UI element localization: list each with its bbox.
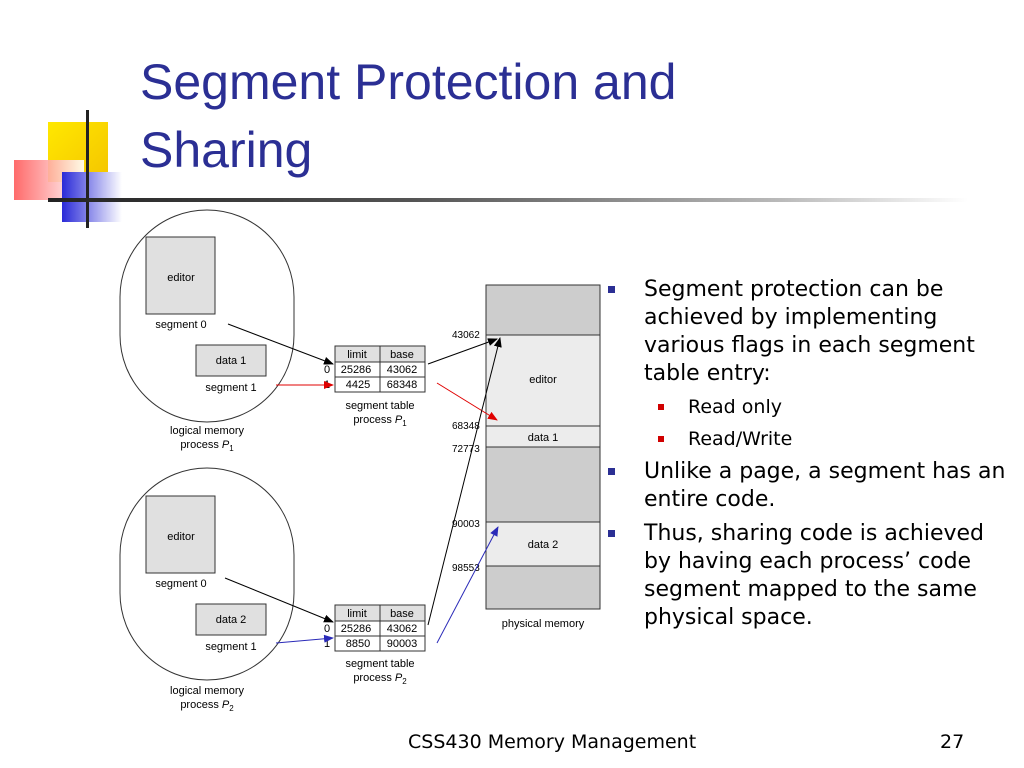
p2-segment-table-label: segment table bbox=[345, 658, 414, 670]
title-line-2: Sharing bbox=[140, 122, 313, 178]
title-line-1: Segment Protection and bbox=[140, 54, 677, 110]
p1-segment-table-label: segment table bbox=[345, 400, 414, 412]
p1-table-to-data1-arrow bbox=[436, 382, 498, 421]
p1-editor-segment bbox=[145, 236, 216, 315]
bullet-item: Thus, sharing code is achieved by having… bbox=[606, 520, 1006, 632]
p1-row1-limit: 4425 bbox=[346, 379, 370, 391]
p2-logical-memory-outline bbox=[119, 467, 295, 681]
addr-68348: 68348 bbox=[452, 421, 480, 432]
p1-logical-memory-outline bbox=[119, 209, 295, 423]
p2-table-to-data2-arrow bbox=[436, 526, 499, 644]
sub-bullet-item: Read/Write bbox=[606, 426, 1006, 452]
p2-segment-table: limit base 0 25286 43062 1 8850 90003 bbox=[324, 604, 426, 652]
p1-header-limit: limit bbox=[347, 349, 367, 361]
p2-data-segment bbox=[195, 603, 267, 636]
p1-data-label: data 1 bbox=[216, 355, 247, 367]
bullet-item: Segment protection can be achieved by im… bbox=[606, 276, 1006, 388]
page-number: 27 bbox=[940, 731, 965, 753]
p2-segment1-label: segment 1 bbox=[205, 641, 256, 653]
bullet-marker bbox=[608, 530, 615, 537]
p2-segment0-label: segment 0 bbox=[155, 578, 206, 590]
p2-header-base: base bbox=[390, 608, 414, 620]
p1-row0-base: 43062 bbox=[387, 364, 418, 376]
p2-seg1-to-table-arrow bbox=[275, 634, 334, 644]
phys-free-bottom bbox=[485, 565, 601, 610]
addr-98553: 98553 bbox=[452, 563, 480, 574]
p1-table-to-editor-arrow bbox=[427, 338, 498, 365]
bullet-item: Unlike a page, a segment has an entire c… bbox=[606, 458, 1006, 514]
phys-free-top bbox=[485, 284, 601, 336]
p2-header-limit: limit bbox=[347, 608, 367, 620]
sub-bullet-marker bbox=[658, 404, 664, 410]
p2-logical-memory-label: logical memory bbox=[170, 685, 244, 697]
p1-segment-table-process: process P1 bbox=[353, 414, 407, 428]
bullet-text: Thus, sharing code is achieved by having… bbox=[644, 521, 985, 630]
p1-segment0-label: segment 0 bbox=[155, 319, 206, 331]
p2-row1-limit: 8850 bbox=[346, 638, 370, 650]
p1-segment1-label: segment 1 bbox=[205, 382, 256, 394]
phys-editor-label: editor bbox=[529, 374, 557, 386]
p1-editor-label: editor bbox=[167, 272, 195, 284]
p1-segment-table: limit base 0 25286 43062 1 4425 68348 bbox=[324, 345, 426, 393]
p2-editor-segment bbox=[145, 495, 216, 574]
p2-row1-base: 90003 bbox=[387, 638, 418, 650]
bullet-marker bbox=[608, 468, 615, 475]
bullet-text: Unlike a page, a segment has an entire c… bbox=[644, 459, 1006, 512]
blue-square-decoration bbox=[62, 172, 122, 222]
p1-row0-index: 0 bbox=[324, 364, 330, 376]
p1-process-label: process P1 bbox=[180, 439, 234, 453]
vertical-line-decoration bbox=[86, 110, 89, 228]
phys-data2-label: data 2 bbox=[528, 539, 559, 551]
p1-row1-base: 68348 bbox=[387, 379, 418, 391]
p2-data-label: data 2 bbox=[216, 614, 247, 626]
addr-43062: 43062 bbox=[452, 330, 480, 341]
phys-data2-block bbox=[485, 521, 601, 567]
phys-editor-block bbox=[485, 334, 601, 427]
p1-seg0-to-table-arrow bbox=[227, 323, 334, 365]
addr-72773: 72773 bbox=[452, 444, 480, 455]
p2-row1-index: 1 bbox=[324, 638, 330, 650]
bullet-marker bbox=[608, 286, 615, 293]
phys-free-middle bbox=[485, 446, 601, 523]
bullet-text: Segment protection can be achieved by im… bbox=[644, 277, 975, 386]
p2-seg0-to-table-arrow bbox=[224, 577, 334, 623]
phys-data1-label: data 1 bbox=[528, 432, 559, 444]
addr-90003: 90003 bbox=[452, 519, 480, 530]
sub-bullet-text: Read only bbox=[688, 396, 782, 418]
physical-memory-label: physical memory bbox=[502, 618, 585, 630]
p2-segment-table-process: process P2 bbox=[353, 672, 407, 686]
p1-header-base: base bbox=[390, 349, 414, 361]
title-divider bbox=[48, 198, 968, 202]
p1-row0-limit: 25286 bbox=[341, 364, 372, 376]
p1-data-segment bbox=[195, 344, 267, 377]
p2-row0-limit: 25286 bbox=[341, 623, 372, 635]
footer-text: CSS430 Memory Management bbox=[408, 731, 697, 753]
bullet-list: Segment protection can be achieved by im… bbox=[606, 276, 1006, 638]
p2-row0-index: 0 bbox=[324, 623, 330, 635]
p2-editor-label: editor bbox=[167, 531, 195, 543]
sub-bullet-item: Read only bbox=[606, 394, 1006, 420]
sub-bullet-text: Read/Write bbox=[688, 428, 793, 450]
p2-process-label: process P2 bbox=[180, 699, 234, 713]
sub-bullet-marker bbox=[658, 436, 664, 442]
p2-row0-base: 43062 bbox=[387, 623, 418, 635]
p1-logical-memory-label: logical memory bbox=[170, 425, 244, 437]
slide-title: Segment Protection and Sharing bbox=[140, 48, 1000, 184]
p2-table-to-editor-arrow bbox=[427, 337, 502, 626]
physical-memory: editor data 1 data 2 bbox=[485, 284, 601, 610]
